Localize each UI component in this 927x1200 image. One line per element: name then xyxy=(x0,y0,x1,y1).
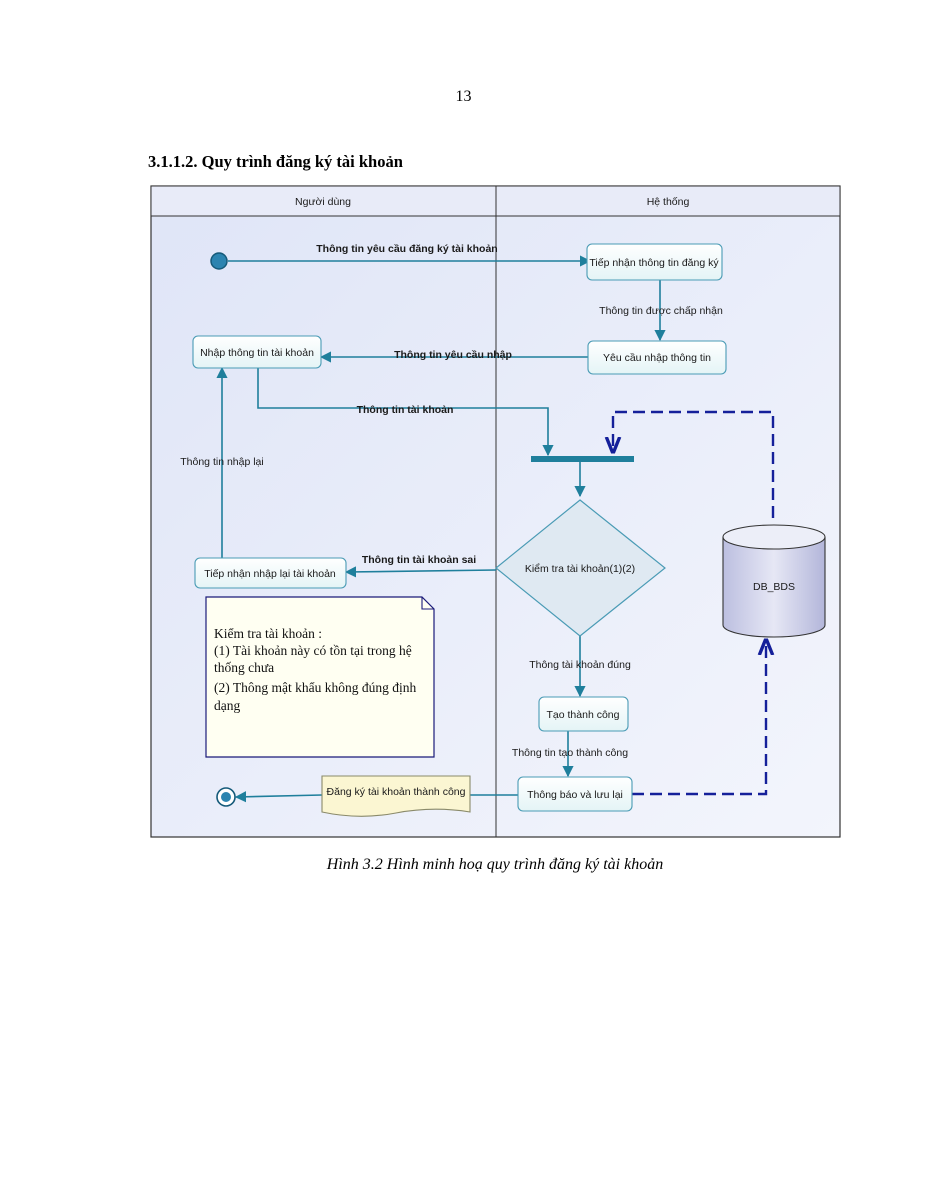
database-top xyxy=(722,524,826,550)
note-box xyxy=(205,596,435,758)
start-node xyxy=(210,252,228,270)
section-heading: 3.1.1.2. Quy trình đăng ký tài khoản xyxy=(148,152,403,171)
lane-label-user: Người dùng xyxy=(295,196,351,208)
node-re-enter xyxy=(194,557,347,589)
note-line-5: dạng xyxy=(214,698,240,713)
node-register-success xyxy=(321,775,471,817)
note-line-2: (1) Tài khoản này có tồn tại trong hệ xyxy=(214,643,412,658)
note-line-3: thống chưa xyxy=(214,660,274,675)
flow-label-created: Thông tin tạo thành công xyxy=(512,747,628,759)
flow-wrong-account-arrow xyxy=(344,566,497,578)
node-request-input xyxy=(587,340,727,375)
note-line-4: (2) Thông mật khẩu không đúng định xyxy=(214,680,416,695)
end-node-core xyxy=(221,792,231,802)
flow-label-info-accepted: Thông tin được chấp nhận xyxy=(599,305,723,317)
note-line-1: Kiểm tra tài khoản : xyxy=(214,626,322,641)
node-register-success-label: Đăng ký tài khoản thành công xyxy=(327,786,466,798)
lane-header-user xyxy=(150,185,497,217)
flow-label-account-info: Thông tin tài khoản xyxy=(357,404,454,416)
sync-bar xyxy=(531,456,634,462)
node-request-input-label: Yêu cầu nhập thông tin xyxy=(603,352,711,364)
database-cylinder xyxy=(722,537,826,638)
node-notify-save-label: Thông báo và lưu lại xyxy=(527,789,623,801)
page-number: 13 xyxy=(455,88,472,105)
save-to-db-dashed-arrow xyxy=(632,640,766,796)
flow-to-end-arrow xyxy=(234,791,323,803)
node-enter-account xyxy=(192,335,322,369)
node-enter-account-label: Nhập thông tin tài khoản xyxy=(200,347,314,359)
node-create-success-label: Tạo thành công xyxy=(547,709,620,721)
lane-header-system xyxy=(495,185,841,217)
database-label: DB_BDS xyxy=(753,581,795,593)
flow-label-re-enter: Thông tin nhập lại xyxy=(180,456,263,468)
decision-check-account xyxy=(495,499,666,637)
decision-check-account-label: Kiểm tra tài khoản(1)(2) xyxy=(525,563,635,575)
flow-label-correct-account: Thông tài khoản đúng xyxy=(529,659,631,671)
figure-caption: Hình 3.2 Hình minh hoạ quy trình đăng ký… xyxy=(326,856,664,873)
flow-label-wrong-account: Thông tin tài khoản sai xyxy=(362,554,476,566)
lane-label-system: Hệ thống xyxy=(647,196,690,208)
flow-account-info-arrow xyxy=(257,368,554,457)
db-to-sync-dashed-arrow xyxy=(613,410,775,518)
node-receive-info-label: Tiếp nhận thông tin đăng ký xyxy=(589,257,719,269)
flow-label-request-input: Thông tin yêu cầu nhập xyxy=(394,349,512,361)
flow-label-request-register: Thông tin yêu cầu đăng ký tài khoản xyxy=(316,243,497,255)
node-re-enter-label: Tiếp nhận nhập lại tài khoản xyxy=(204,568,336,580)
note-fold xyxy=(421,597,434,610)
node-receive-info xyxy=(586,243,723,281)
node-create-success xyxy=(538,696,629,732)
node-notify-save xyxy=(517,776,633,812)
